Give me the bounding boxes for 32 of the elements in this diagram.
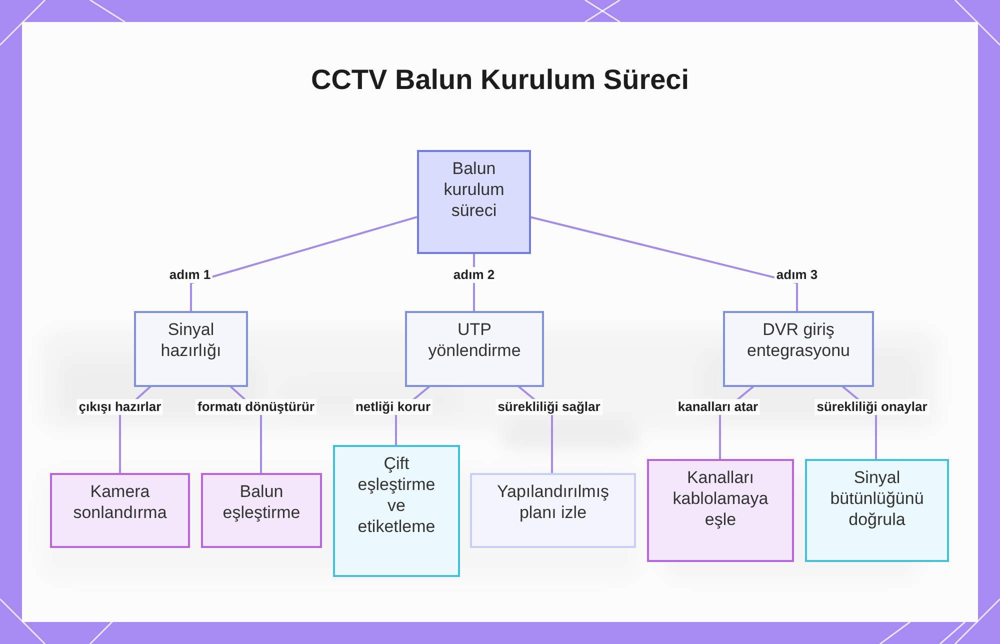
- process-box: [805, 459, 949, 562]
- process-box: [134, 311, 248, 387]
- node-label: Çift eşleştirme ve etiketleme: [356, 453, 436, 537]
- connector-line: [190, 216, 418, 311]
- connector-line: [530, 216, 798, 311]
- process-box: [723, 311, 874, 387]
- edge-label: formatı dönüştürür: [196, 399, 316, 415]
- node-label: Kanalları kablolamaya eşle: [672, 467, 770, 530]
- node-label: UTP yönlendirme: [427, 319, 522, 361]
- edge-label: çıkışı hazırlar: [76, 399, 164, 415]
- edge-label: adım 3: [774, 267, 820, 283]
- node-label: Sinyal hazırlığı: [160, 319, 222, 361]
- edge-label: adım 1: [167, 267, 213, 283]
- node-label: DVR giriş entegrasyonu: [746, 319, 852, 361]
- process-box: [50, 473, 190, 548]
- edge-label: kanalları atar: [676, 399, 760, 415]
- node-label: Kamera sonlandırma: [72, 481, 168, 523]
- process-box: [201, 473, 322, 548]
- root-box: [417, 150, 531, 254]
- edge-label: sürekliliği onaylar: [814, 399, 930, 415]
- node-label: Balun kurulum süreci: [443, 158, 505, 221]
- edge-label: adım 2: [451, 267, 497, 283]
- process-box: [647, 459, 794, 562]
- process-box: [405, 311, 544, 387]
- node-label: Yapılandırılmış planı izle: [496, 481, 610, 523]
- process-box: [470, 473, 636, 548]
- process-box: [333, 445, 460, 577]
- diagram-title: CCTV Balun Kurulum Süreci: [310, 64, 690, 96]
- edge-label: netliği korur: [353, 399, 433, 415]
- edge-label: sürekliliği sağlar: [496, 399, 602, 415]
- node-label: Sinyal bütünlüğünü doğrula: [829, 467, 925, 530]
- node-label: Balun eşleştirme: [222, 481, 302, 523]
